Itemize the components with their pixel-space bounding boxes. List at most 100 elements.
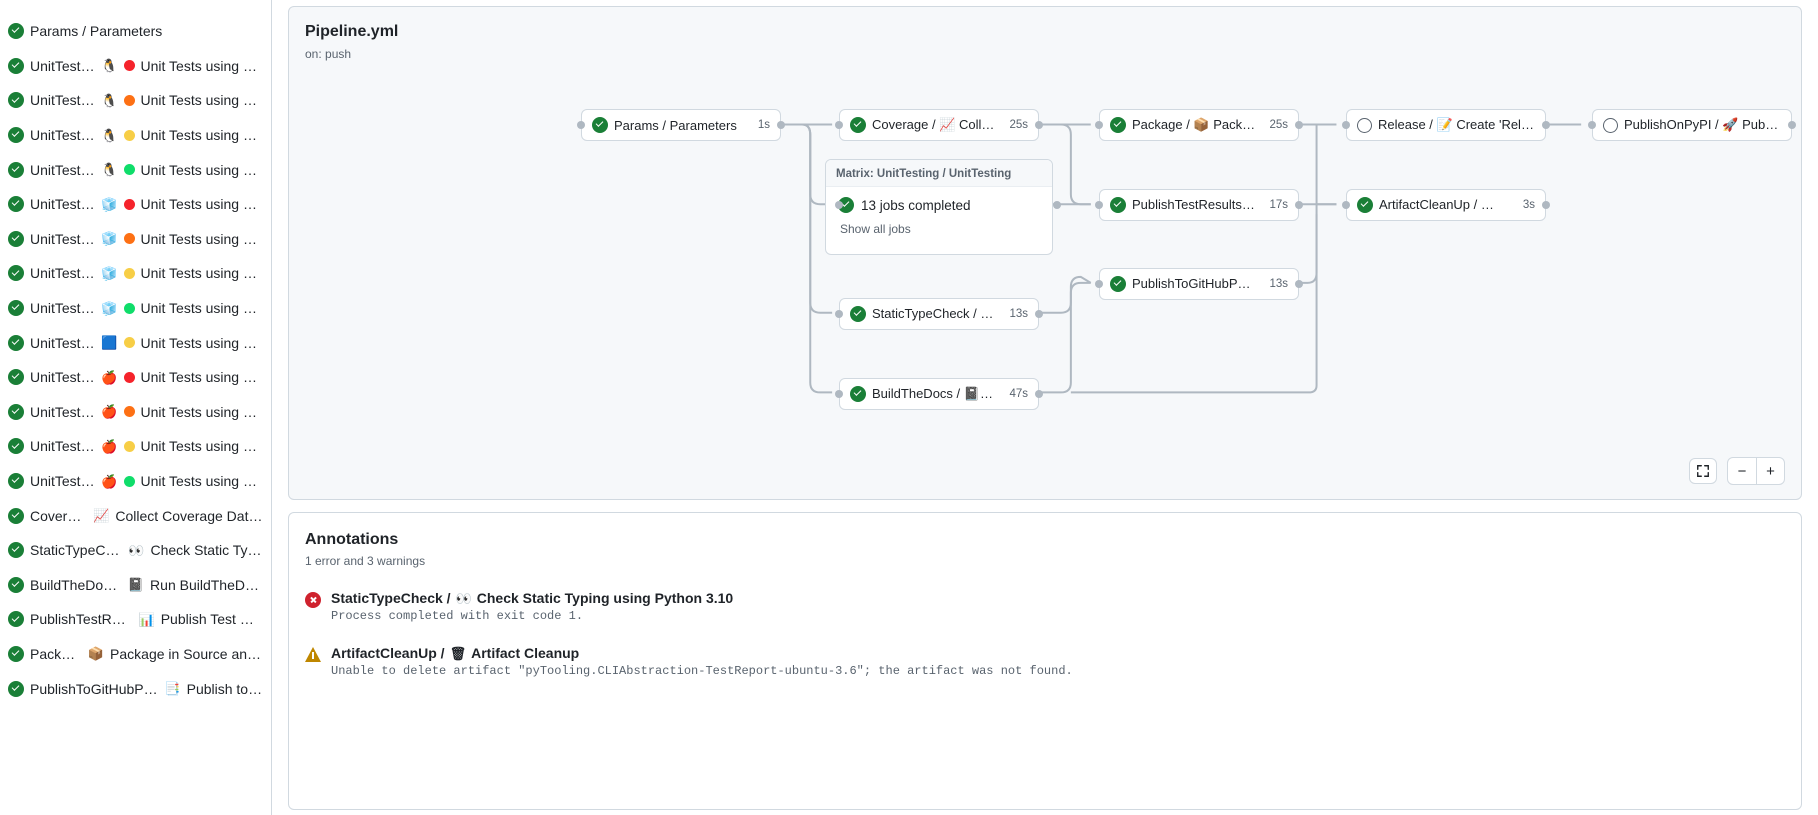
success-check-icon — [8, 127, 24, 144]
graph-node-typecheck[interactable]: StaticTypeCheck / 👀 Chec…13s — [839, 298, 1039, 330]
job-version-dot-icon — [123, 94, 135, 106]
sidebar-job-item[interactable]: PublishTestResults /📊Publish Test Resu… — [0, 602, 271, 637]
sidebar-job-item[interactable]: PublishToGitHubPages /📑Publish to G… — [0, 671, 271, 706]
graph-node-artifact[interactable]: ArtifactCleanUp / 🗑 Artifac…3s — [1346, 189, 1546, 221]
graph-node-duration: 13s — [1269, 278, 1288, 290]
job-step-label: Unit Tests using Pyth… — [140, 57, 264, 74]
sidebar-job-item[interactable]: UnitTesting /🍎Unit Tests using Pyth… — [0, 360, 271, 395]
graph-node-input-port — [1095, 280, 1103, 288]
sidebar-job-item[interactable]: UnitTesting /🍎Unit Tests using Pyth… — [0, 429, 271, 464]
graph-node-release[interactable]: Release / 📝 Create 'Release P… — [1346, 109, 1546, 141]
job-os-emoji-icon: 🍎 — [101, 404, 118, 420]
annotations-list: StaticTypeCheck / 👀Check Static Typing u… — [305, 590, 1785, 678]
job-version-dot-icon — [123, 233, 135, 245]
matrix-summary-row[interactable]: 13 jobs completed — [838, 197, 1042, 213]
sidebar-job-item[interactable]: UnitTesting /🧊Unit Tests using Pyth… — [0, 187, 271, 222]
job-name-prefix: Package / — [30, 645, 82, 662]
job-step-label: Unit Tests using Pyth… — [140, 161, 264, 178]
job-version-dot-icon — [123, 440, 135, 452]
annotation-heading: StaticTypeCheck / 👀Check Static Typing u… — [331, 590, 733, 606]
annotation-heading: ArtifactCleanUp / 🗑Artifact Cleanup — [331, 645, 1073, 661]
graph-node-output-port — [1542, 201, 1550, 209]
sidebar-job-item[interactable]: UnitTesting /🍎Unit Tests using Pyth… — [0, 395, 271, 430]
success-check-icon — [8, 680, 24, 697]
job-name-prefix: UnitTesting / — [30, 438, 96, 455]
sidebar-job-item[interactable]: UnitTesting /🧊Unit Tests using Pyth… — [0, 291, 271, 326]
zoom-in-button[interactable]: + — [1756, 458, 1784, 484]
graph-node-input-port — [835, 390, 843, 398]
zoom-out-button[interactable]: − — [1737, 462, 1747, 480]
sidebar-job-item[interactable]: UnitTesting /🧊Unit Tests using Pyth… — [0, 256, 271, 291]
graph-zoom-controls[interactable]: − + — [1689, 457, 1785, 485]
sidebar-job-item[interactable]: BuildTheDocs /📓Run BuildTheDocs — [0, 568, 271, 603]
job-step-label: Unit Tests using Pyth… — [140, 334, 264, 351]
matrix-group-unittesting[interactable]: Matrix: UnitTesting / UnitTesting 13 job… — [825, 159, 1053, 255]
graph-node-input-port — [577, 121, 585, 129]
job-os-emoji-icon: 🟦 — [101, 335, 118, 351]
graph-node-label: StaticTypeCheck / 👀 Chec… — [872, 306, 996, 321]
graph-node-input-port — [1095, 201, 1103, 209]
job-os-emoji-icon: 🧊 — [101, 265, 118, 281]
annotation-severity-icon-wrap — [305, 647, 321, 678]
graph-canvas[interactable]: Matrix: UnitTesting / UnitTesting 13 job… — [289, 7, 1801, 499]
graph-node-builddocs[interactable]: BuildTheDocs / 📓 Run Buil…47s — [839, 378, 1039, 410]
job-step-label: Unit Tests using Pyth… — [140, 300, 264, 317]
job-name-prefix: UnitTesting / — [30, 127, 96, 144]
success-check-icon — [1110, 197, 1126, 213]
job-os-emoji-icon: 🧊 — [101, 300, 118, 316]
workflow-graph-card[interactable]: Pipeline.yml on: push — [288, 6, 1802, 500]
sidebar-job-item[interactable]: StaticTypeCheck /👀Check Static Typing… — [0, 533, 271, 568]
sidebar-job-item[interactable]: UnitTesting /🟦Unit Tests using Pyth… — [0, 325, 271, 360]
graph-node-pypi[interactable]: PublishOnPyPI / 🚀 Publish to … — [1592, 109, 1792, 141]
success-check-icon — [8, 369, 24, 386]
job-step-label: Collect Coverage Data usi… — [115, 507, 263, 524]
show-all-jobs-link[interactable]: Show all jobs — [840, 222, 911, 236]
sidebar-job-item[interactable]: Package /📦Package in Source and Wh… — [0, 637, 271, 672]
success-check-icon — [8, 576, 24, 593]
sidebar-job-item[interactable]: UnitTesting /🐧Unit Tests using Pyth… — [0, 49, 271, 84]
sidebar-job-item[interactable]: UnitTesting /🧊Unit Tests using Pyth… — [0, 222, 271, 257]
graph-node-duration: 25s — [1009, 119, 1028, 131]
graph-node-duration: 25s — [1269, 119, 1288, 131]
graph-node-label: Package / 📦 Package in So… — [1132, 117, 1255, 132]
graph-node-duration: 47s — [1009, 388, 1028, 400]
success-check-icon — [8, 403, 24, 420]
job-name-prefix: UnitTesting / — [30, 369, 96, 386]
sidebar-job-item[interactable]: UnitTesting /🐧Unit Tests using Pyth… — [0, 152, 271, 187]
graph-node-ghpages[interactable]: PublishToGitHubPages / 📑 …13s — [1099, 268, 1299, 300]
success-check-icon — [8, 196, 24, 213]
annotation-message: Unable to delete artifact "pyTooling.CLI… — [331, 664, 1073, 678]
graph-node-input-port — [1342, 201, 1350, 209]
annotation-item[interactable]: StaticTypeCheck / 👀Check Static Typing u… — [305, 590, 1785, 623]
job-os-emoji-icon: 📦 — [87, 646, 105, 662]
fit-screen-button[interactable] — [1689, 458, 1717, 484]
graph-node-testres[interactable]: PublishTestResults / 📊 Pu…17s — [1099, 189, 1299, 221]
job-name-prefix: UnitTesting / — [30, 196, 96, 213]
sidebar-job-item[interactable]: Params / Parameters — [0, 14, 271, 49]
graph-node-input-port — [1588, 121, 1596, 129]
graph-node-input-port — [1095, 121, 1103, 129]
job-step-label: Unit Tests using Pyth… — [140, 127, 264, 144]
matrix-title: Matrix: UnitTesting / UnitTesting — [826, 160, 1052, 187]
sidebar-job-item[interactable]: UnitTesting /🐧Unit Tests using Pyth… — [0, 118, 271, 153]
sidebar-job-item[interactable]: Coverage /📈Collect Coverage Data usi… — [0, 498, 271, 533]
job-step-label: Unit Tests using Pyth… — [140, 403, 264, 420]
job-name-prefix: UnitTesting / — [30, 57, 96, 74]
success-check-icon — [8, 438, 24, 455]
graph-node-output-port — [1295, 121, 1303, 129]
graph-node-output-port — [1788, 121, 1796, 129]
zoom-button-group[interactable]: − + — [1727, 457, 1785, 485]
annotation-step-emoji-icon: 🗑 — [449, 645, 467, 661]
graph-node-coverage[interactable]: Coverage / 📈 Collect Cove…25s — [839, 109, 1039, 141]
annotation-message: Process completed with exit code 1. — [331, 609, 584, 623]
matrix-output-port — [1053, 201, 1061, 209]
graph-node-package[interactable]: Package / 📦 Package in So… 25s — [1099, 109, 1299, 141]
sidebar-job-item[interactable]: UnitTesting /🐧Unit Tests using Pyth… — [0, 83, 271, 118]
sidebar-job-item[interactable]: UnitTesting /🍎Unit Tests using Pyth… — [0, 464, 271, 499]
annotation-job-name: ArtifactCleanUp / — [331, 645, 445, 661]
